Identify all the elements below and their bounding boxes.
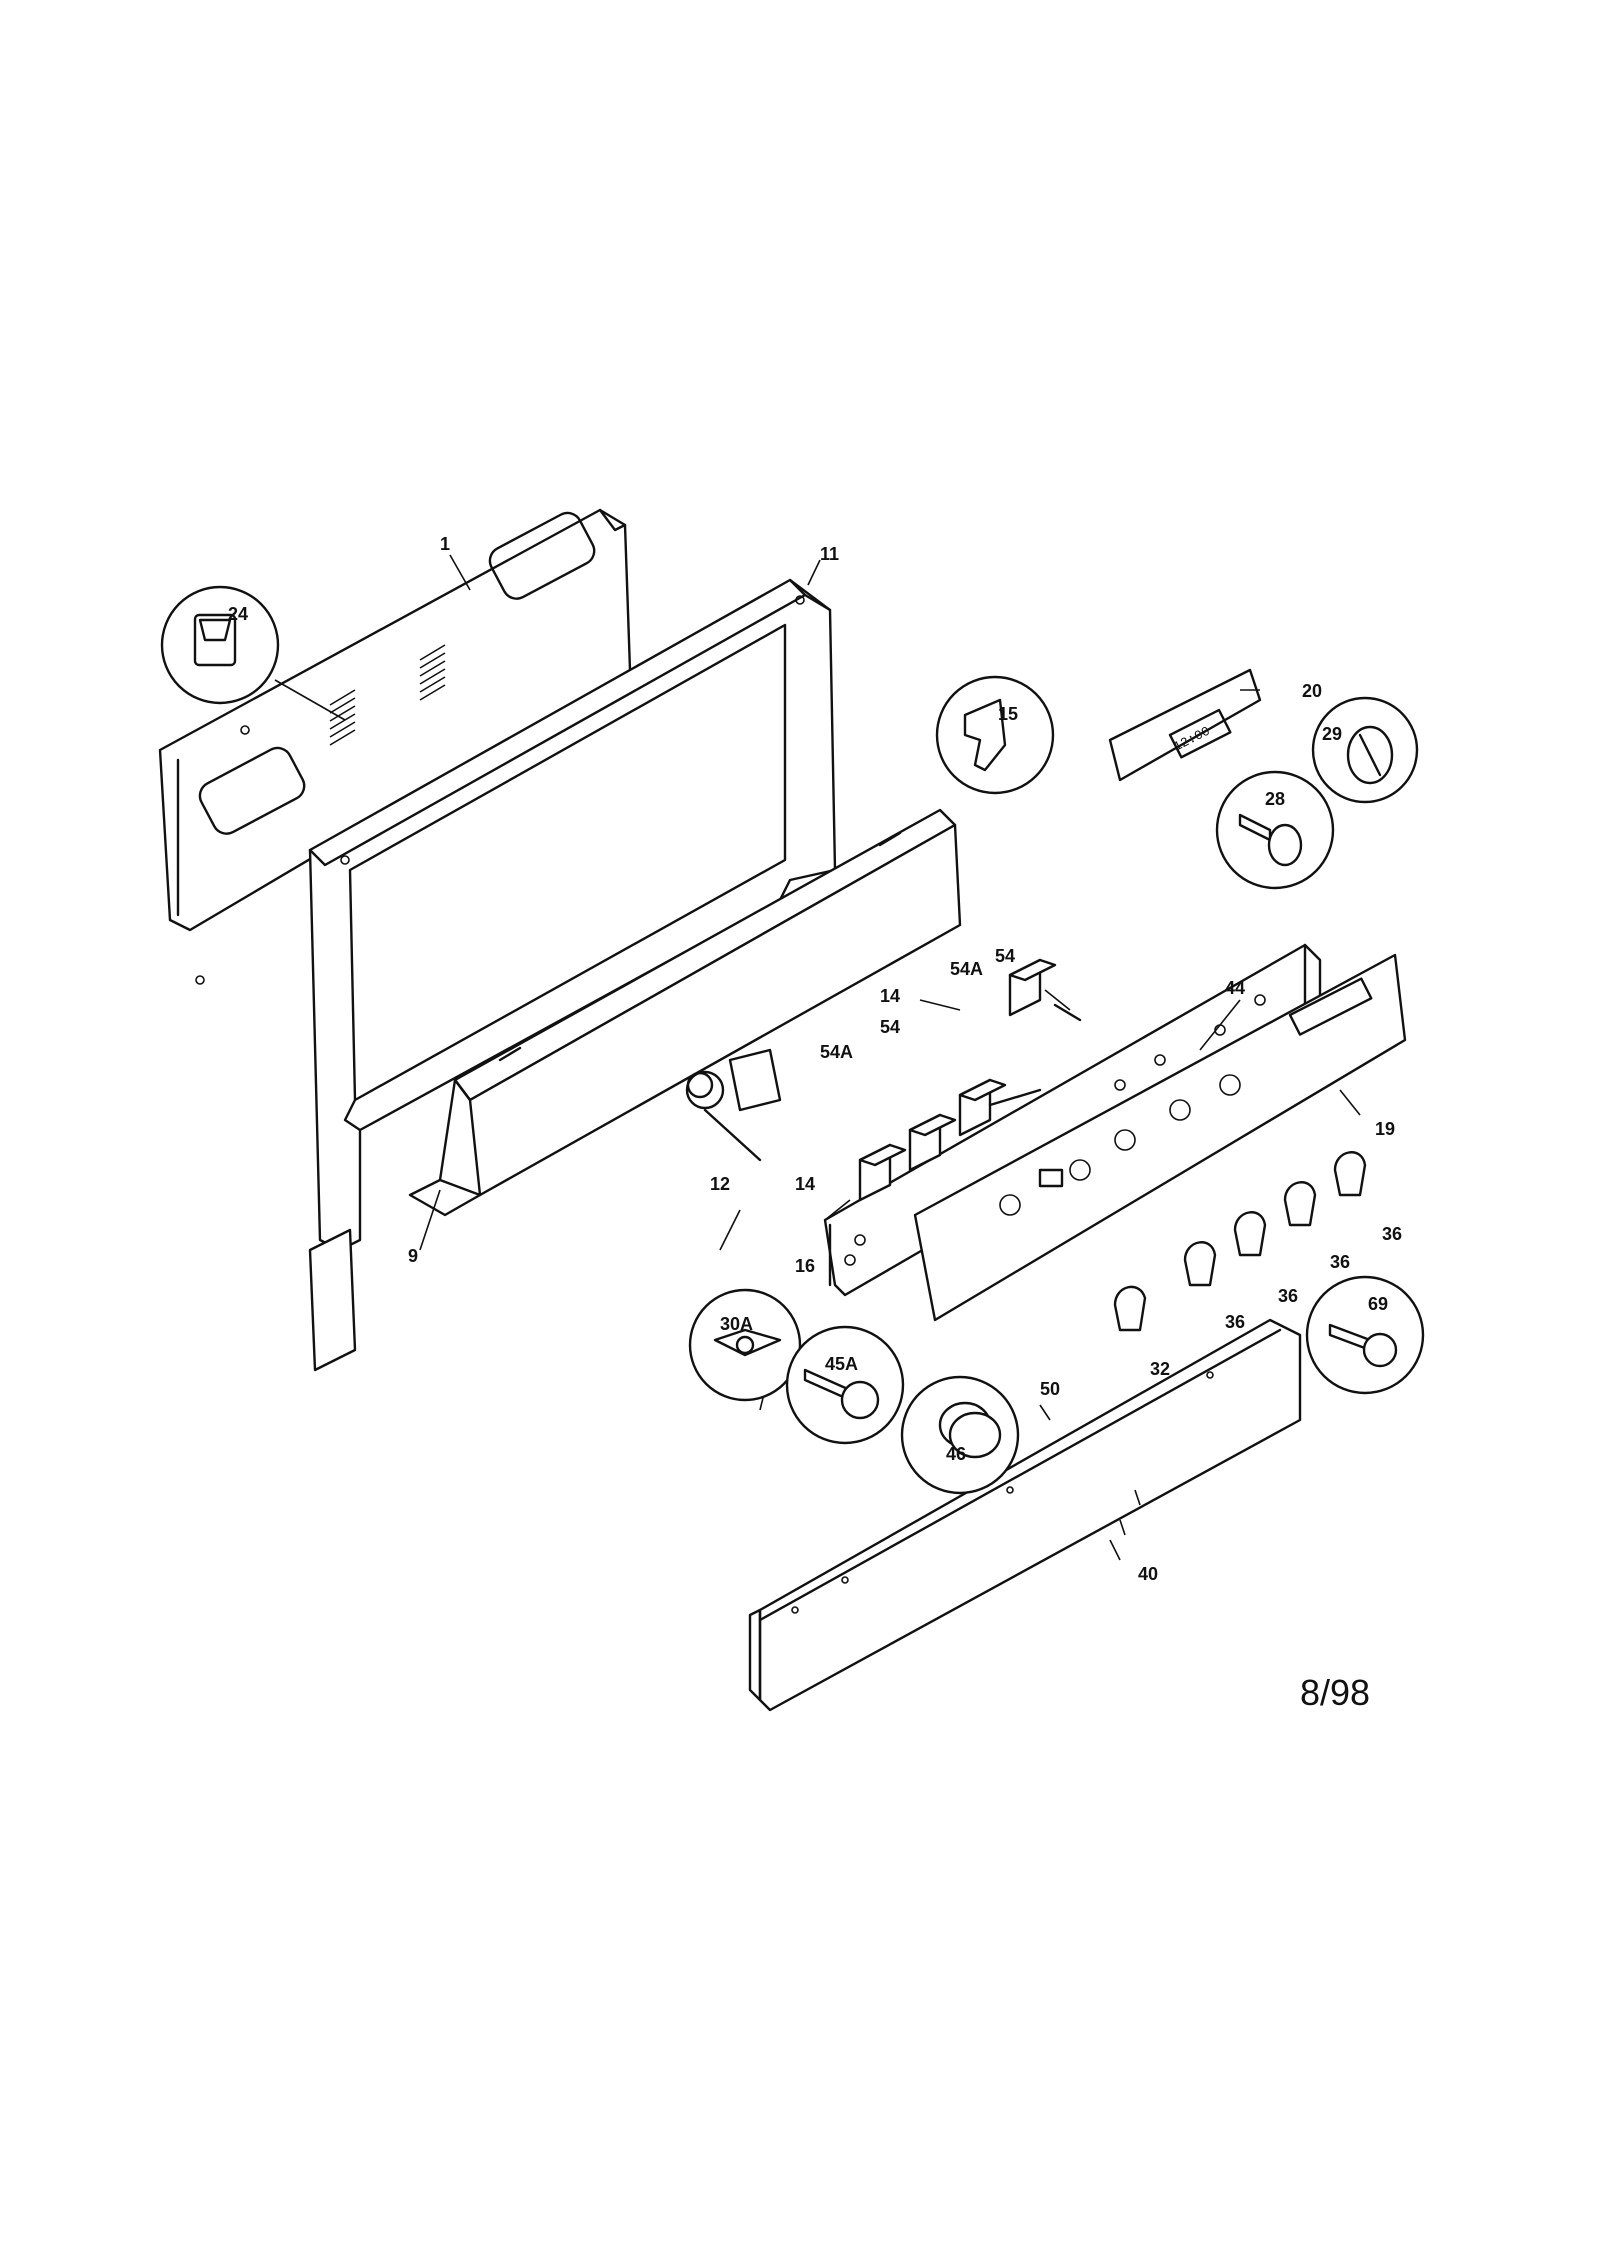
label-40: 40 [1138,1564,1158,1584]
trim-channel-part-9 [408,808,962,1217]
thermostat-part-12 [685,1048,782,1162]
label-29: 29 [1322,724,1342,744]
label-45A: 45A [825,1354,858,1374]
label-30A: 30A [720,1314,753,1334]
label-28: 28 [1265,789,1285,809]
control-knobs [1113,1151,1367,1332]
label-36-a: 36 [1382,1224,1402,1244]
callout-46 [900,1375,1020,1495]
leader-lines [419,554,1361,1561]
label-11: 11 [820,544,839,564]
label-24: 24 [228,604,248,624]
label-1: 1 [440,534,450,554]
rear-panel-part-1 [158,508,632,985]
label-12: 12 [710,1174,730,1194]
label-16: 16 [795,1256,815,1276]
callout-69 [1305,1275,1425,1395]
label-14-low: 14 [795,1174,815,1194]
label-54-top: 54 [995,946,1015,966]
label-69: 69 [1368,1294,1388,1314]
label-50: 50 [1040,1379,1060,1399]
callout-28 [1215,770,1335,890]
label-32: 32 [1150,1359,1170,1379]
label-19: 19 [1375,1119,1395,1139]
callout-30A [688,1288,802,1402]
part-labels: 1 11 24 15 20 29 28 54 54A 14 54 54A 44 … [228,534,1402,1584]
label-54A-top: 54A [950,959,983,979]
control-panel-part-19 [913,953,1407,1322]
callout-24 [160,585,346,721]
label-14-top: 14 [880,986,900,1006]
switch-blocks [858,958,1082,1202]
kick-trim-part-40 [748,1318,1302,1712]
label-44: 44 [1225,978,1245,998]
label-9: 9 [408,1246,418,1266]
callout-29 [1311,696,1419,804]
revision-date: 8/98 [1300,1672,1370,1713]
label-54-mid: 54 [880,1017,900,1037]
label-36-d: 36 [1225,1312,1245,1332]
callout-45A [785,1325,905,1445]
label-36-c: 36 [1278,1286,1298,1306]
label-20: 20 [1302,681,1322,701]
label-54A-mid: 54A [820,1042,853,1062]
label-36-b: 36 [1330,1252,1350,1272]
callout-15 [935,675,1055,795]
clock-module-part-20: 12:00 [1108,668,1262,782]
label-15: 15 [998,704,1018,724]
label-46: 46 [946,1444,966,1464]
